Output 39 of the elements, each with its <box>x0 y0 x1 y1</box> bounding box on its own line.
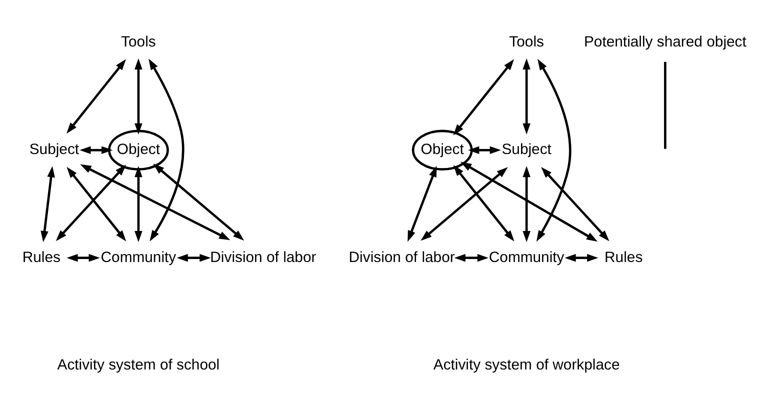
node-text: Rules <box>604 248 643 266</box>
node-text: Tools <box>121 33 156 50</box>
arrow <box>536 58 572 242</box>
arrow <box>460 162 598 242</box>
arrow <box>468 146 501 154</box>
arrow <box>408 166 437 242</box>
arrow <box>153 164 244 241</box>
arrow <box>522 58 530 134</box>
node-text: Division of labor <box>210 248 316 266</box>
arrow <box>454 254 489 262</box>
node-text: Community <box>100 248 176 266</box>
arrow <box>66 166 126 242</box>
node-text: Tools <box>509 33 544 50</box>
arrow <box>453 59 514 136</box>
arrow <box>66 59 126 134</box>
arrow <box>148 58 184 242</box>
arrow <box>522 166 530 242</box>
label: Activity system of school <box>57 356 220 374</box>
node-text: Potentially shared object <box>584 33 746 50</box>
arrow <box>564 254 598 262</box>
arrow <box>80 164 230 240</box>
node-text: Subject <box>502 141 552 158</box>
arrow <box>80 146 113 154</box>
arrow <box>66 254 100 262</box>
node-text: Rules <box>22 248 60 266</box>
arrow <box>420 167 508 241</box>
arrow <box>134 58 142 134</box>
node-ellipse: Object <box>108 130 169 171</box>
node-text: Subject <box>29 141 80 158</box>
arrow <box>541 166 610 242</box>
arrow <box>134 166 142 242</box>
arrow <box>56 164 126 242</box>
arrow <box>176 254 211 262</box>
arrow <box>453 164 514 242</box>
label: Activity system of workplace <box>433 356 620 374</box>
node-text: Division of labor <box>348 248 455 266</box>
node-text: Community <box>488 248 564 266</box>
connector <box>664 62 666 149</box>
arrow <box>40 166 55 242</box>
